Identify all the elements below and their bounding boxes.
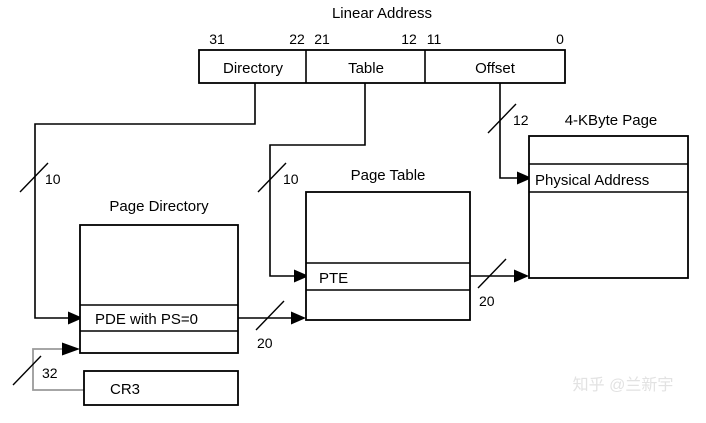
cr3-register-label: CR3 [110, 381, 140, 398]
offset-bus-tick [487, 103, 517, 134]
linear-address-box [198, 49, 566, 84]
directory-index-bus-tick [19, 162, 49, 193]
pde-base-arrowhead [291, 311, 306, 325]
offset-arrowhead [517, 171, 532, 185]
bit-label-0: 0 [556, 31, 564, 47]
pde-base-bus-tick [255, 300, 285, 331]
pde-base-width: 20 [257, 335, 273, 351]
page-table-entry: PTE [319, 270, 348, 287]
offset-path [499, 83, 517, 179]
page-directory-box [79, 224, 239, 354]
page-table-box [305, 191, 471, 321]
pte-base-bus-tick [477, 258, 507, 289]
pte-base-width: 20 [479, 293, 495, 309]
table-index-width: 10 [283, 171, 299, 187]
page-table-title: Page Table [351, 167, 426, 184]
page-directory-entry: PDE with PS=0 [95, 311, 198, 328]
diagram-title: Linear Address [332, 5, 432, 22]
cr3-base-arrowhead [62, 342, 80, 356]
bit-label-11: 11 [427, 31, 442, 47]
four-kbyte-page-title: 4-KByte Page [565, 112, 658, 129]
cr3-base-width: 32 [42, 365, 58, 381]
table-index-arrowhead [294, 269, 309, 283]
cr3-register-box [83, 370, 239, 406]
bit-label-21: 21 [314, 31, 330, 47]
directory-index-width: 10 [45, 171, 61, 187]
directory-index-arrowhead [68, 311, 83, 325]
offset-width: 12 [513, 112, 529, 128]
cr3-base-bus-tick [12, 355, 42, 386]
directory-index-path [34, 83, 256, 319]
table-index-path [269, 83, 366, 277]
page-directory-title: Page Directory [109, 198, 209, 215]
four-kbyte-page-box [528, 135, 689, 279]
physical-address-entry: Physical Address [535, 172, 649, 189]
watermark: 知乎 @兰新宇 [573, 376, 674, 394]
pte-base-arrowhead [514, 269, 529, 283]
bit-label-31: 31 [209, 31, 225, 47]
field-directory: Directory [223, 60, 284, 77]
table-index-bus-tick [257, 162, 287, 193]
bit-label-22: 22 [289, 31, 305, 47]
field-table: Table [348, 60, 384, 77]
field-offset: Offset [475, 60, 516, 77]
cr3-base-path [32, 348, 113, 391]
bit-label-12: 12 [401, 31, 417, 47]
